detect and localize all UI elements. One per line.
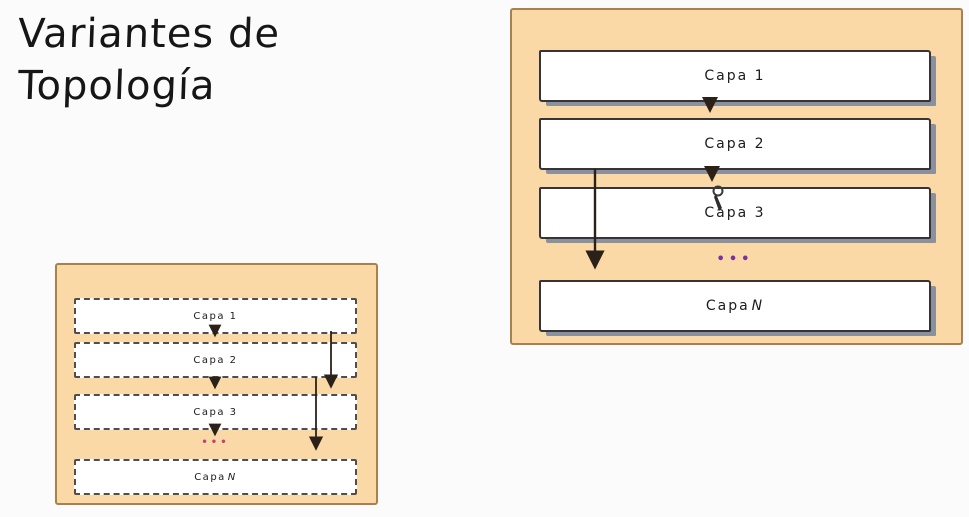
layer-label: Capa [194, 471, 226, 483]
right-topology-panel: Capa 1 Capa 2 Capa 3 ••• Capa N [510, 8, 963, 345]
layer-box-capa-1: Capa 1 [539, 50, 931, 102]
page-title: Variantes de Topología [17, 8, 281, 112]
layer-box-capa-n: Capa N [539, 280, 931, 332]
layer-label-n: N [751, 298, 765, 314]
layer-box-capa-1: Capa 1 [74, 298, 357, 334]
layer-box-capa-3: Capa 3 [74, 394, 357, 430]
layer-label: Capa 1 [704, 68, 766, 84]
page-title-line1: Variantes de [17, 11, 281, 57]
ellipsis-dots: ••• [716, 252, 754, 267]
layer-label: Capa 2 [704, 136, 766, 152]
layer-label: Capa 1 [193, 310, 238, 322]
layer-box-capa-3: Capa 3 [539, 187, 931, 239]
layer-box-capa-n: Capa N [74, 459, 357, 495]
layer-label: Capa 3 [704, 205, 766, 221]
layer-label-n: N [227, 471, 237, 483]
layer-label: Capa 3 [193, 406, 238, 418]
ellipsis-dots: ••• [201, 437, 230, 448]
layer-label: Capa 2 [193, 354, 238, 366]
page-title-line2: Topología [17, 63, 217, 109]
left-topology-panel: Capa 1 Capa 2 Capa 3 ••• Capa N [55, 263, 378, 505]
layer-box-capa-2: Capa 2 [539, 118, 931, 170]
layer-label: Capa [705, 298, 750, 314]
layer-box-capa-2: Capa 2 [74, 342, 357, 378]
